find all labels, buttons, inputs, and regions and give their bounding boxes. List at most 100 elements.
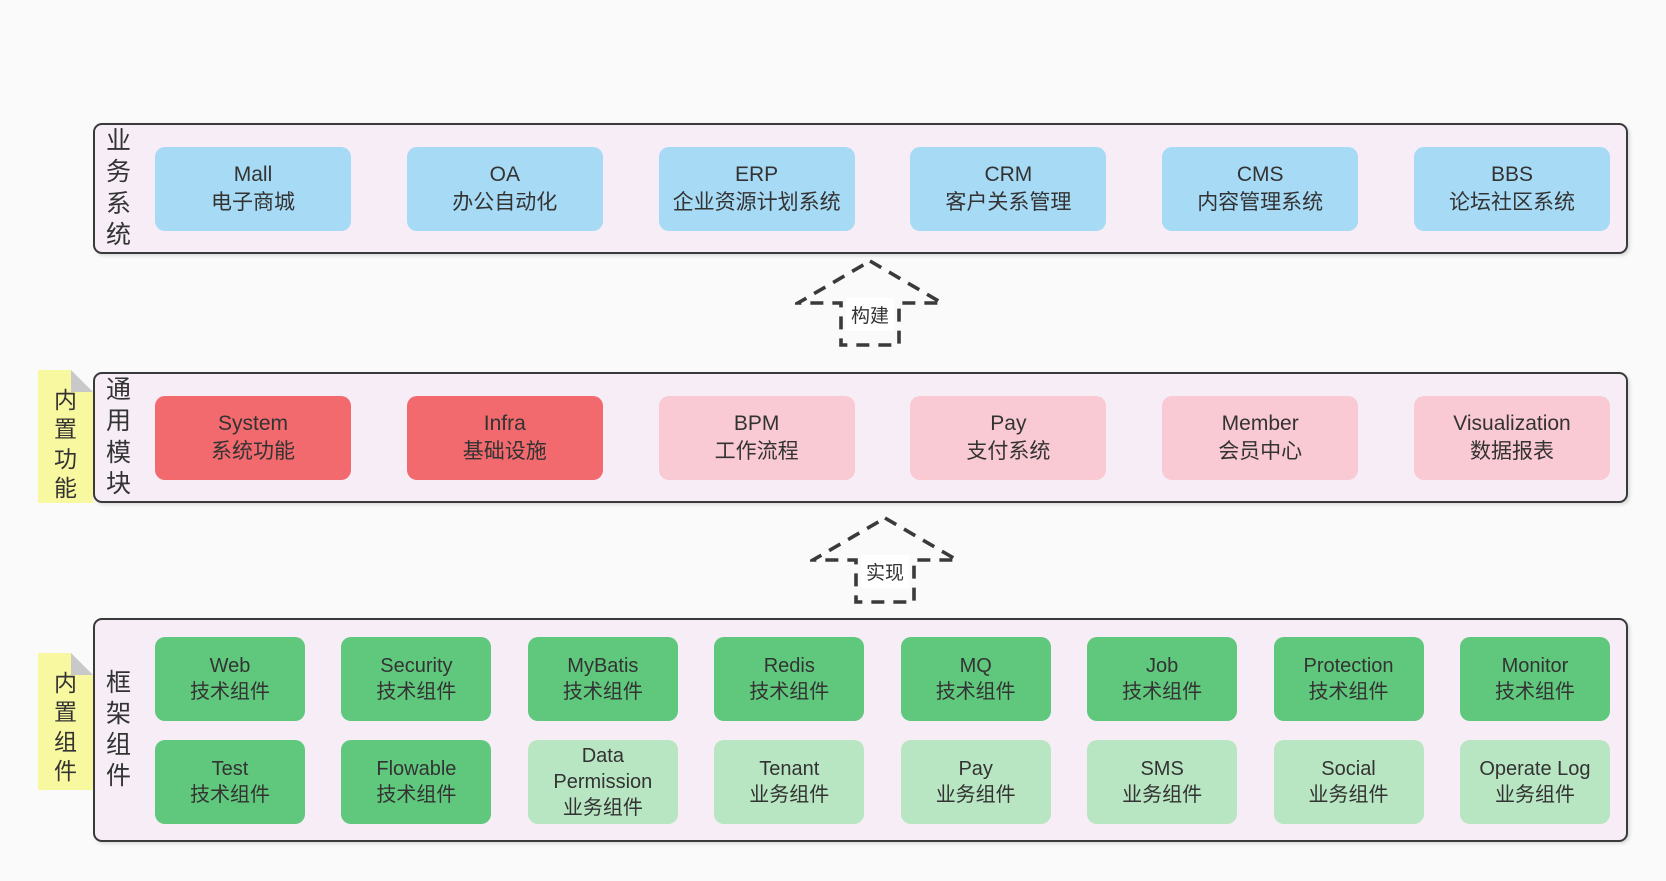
box-data-permission-en: Data Permission bbox=[553, 744, 653, 793]
box-bpm-zh: 工作流程 bbox=[714, 439, 799, 463]
box-mybatis: MyBatis 技术组件 bbox=[527, 636, 678, 721]
box-monitor: Monitor 技术组件 bbox=[1459, 636, 1610, 721]
box-bbs: BBS 论坛社区系统 bbox=[1413, 146, 1610, 231]
box-pay: Pay 支付系统 bbox=[910, 395, 1107, 480]
box-web-en: Web bbox=[209, 654, 251, 677]
band-framework-components: 框架组件 Web 技术组件 Security 技术组件 MyBatis 技术组件… bbox=[93, 618, 1628, 842]
box-security-en: Security bbox=[380, 654, 453, 677]
sticky-note-builtin-features-label: 内置功能 bbox=[54, 387, 77, 502]
box-crm-en: CRM bbox=[984, 163, 1033, 187]
implement-arrow-label: 实现 bbox=[860, 555, 910, 588]
box-job: Job 技术组件 bbox=[1087, 636, 1238, 721]
box-mall: Mall 电子商城 bbox=[155, 146, 351, 231]
up-arrow-shape bbox=[795, 258, 945, 347]
box-oa-zh: 办公自动化 bbox=[452, 190, 558, 214]
box-bpm-en: BPM bbox=[733, 412, 780, 436]
build-arrow-icon: 构建 bbox=[795, 258, 945, 348]
box-bpm: BPM 工作流程 bbox=[658, 395, 855, 480]
box-bbs-zh: 论坛社区系统 bbox=[1448, 190, 1575, 214]
box-member: Member 会员中心 bbox=[1162, 395, 1359, 480]
build-arrow-label: 构建 bbox=[845, 298, 895, 331]
box-infra-en: Infra bbox=[483, 412, 526, 436]
box-visualization-zh: 数据报表 bbox=[1469, 439, 1554, 463]
box-sms: SMS 业务组件 bbox=[1087, 739, 1238, 824]
band-framework-label: 框架组件 bbox=[105, 668, 131, 791]
box-oa: OA 办公自动化 bbox=[406, 146, 603, 231]
box-social-zh: 业务组件 bbox=[1308, 783, 1389, 806]
box-mall-zh: 电子商城 bbox=[211, 190, 295, 214]
box-member-en: Member bbox=[1221, 412, 1299, 436]
implement-arrow-icon: 实现 bbox=[810, 515, 960, 605]
box-social: Social 业务组件 bbox=[1273, 739, 1424, 824]
box-pay-biz: Pay 业务组件 bbox=[900, 739, 1051, 824]
box-tenant-en: Tenant bbox=[759, 757, 820, 780]
box-data-permission: Data Permission 业务组件 bbox=[527, 739, 678, 824]
box-test-en: Test bbox=[211, 757, 249, 780]
box-system-en: System bbox=[217, 412, 288, 436]
box-mybatis-en: MyBatis bbox=[567, 654, 639, 677]
box-member-zh: 会员中心 bbox=[1218, 439, 1303, 463]
box-monitor-en: Monitor bbox=[1501, 654, 1569, 677]
band-business-systems: 业务系统 Mall 电子商城 OA 办公自动化 ERP 企业资源计划系统 CRM… bbox=[93, 123, 1628, 254]
box-mq-zh: 技术组件 bbox=[935, 680, 1016, 703]
box-protection-zh: 技术组件 bbox=[1308, 680, 1389, 703]
band-framework-boxes: Web 技术组件 Security 技术组件 MyBatis 技术组件 Redi… bbox=[155, 636, 1610, 824]
band-common-modules: 通用模块 System 系统功能 Infra 基础设施 BPM 工作流程 Pay… bbox=[93, 372, 1628, 503]
band-common-label: 通用模块 bbox=[105, 376, 131, 498]
box-erp: ERP 企业资源计划系统 bbox=[658, 146, 855, 231]
box-test-zh: 技术组件 bbox=[190, 783, 270, 806]
box-operate-log-zh: 业务组件 bbox=[1494, 783, 1575, 806]
box-sms-zh: 业务组件 bbox=[1122, 783, 1203, 806]
box-data-permission-zh: 业务组件 bbox=[562, 796, 643, 819]
box-infra: Infra 基础设施 bbox=[406, 395, 603, 480]
box-security: Security 技术组件 bbox=[341, 636, 492, 721]
box-erp-zh: 企业资源计划系统 bbox=[672, 190, 841, 214]
box-monitor-zh: 技术组件 bbox=[1494, 680, 1575, 703]
box-tenant: Tenant 业务组件 bbox=[714, 739, 865, 824]
box-oa-en: OA bbox=[489, 163, 520, 187]
box-security-zh: 技术组件 bbox=[376, 680, 457, 703]
box-flowable-zh: 技术组件 bbox=[376, 783, 457, 806]
box-redis-zh: 技术组件 bbox=[749, 680, 830, 703]
box-infra-zh: 基础设施 bbox=[462, 439, 547, 463]
up-arrow-shape bbox=[810, 515, 960, 604]
box-mall-en: Mall bbox=[233, 163, 273, 187]
box-crm-zh: 客户关系管理 bbox=[945, 190, 1072, 214]
sticky-note-builtin-components-label: 内置组件 bbox=[54, 670, 77, 785]
sticky-note-builtin-components: 内置组件 bbox=[38, 653, 93, 790]
box-flowable-en: Flowable bbox=[376, 757, 457, 780]
band-common-boxes: System 系统功能 Infra 基础设施 BPM 工作流程 Pay 支付系统… bbox=[155, 395, 1610, 480]
box-flowable: Flowable 技术组件 bbox=[341, 739, 492, 824]
box-visualization-en: Visualization bbox=[1453, 412, 1571, 436]
box-mq: MQ 技术组件 bbox=[900, 636, 1051, 721]
box-system: System 系统功能 bbox=[155, 395, 351, 480]
box-cms-en: CMS bbox=[1236, 163, 1284, 187]
box-protection: Protection 技术组件 bbox=[1273, 636, 1424, 721]
box-social-en: Social bbox=[1321, 757, 1376, 780]
box-redis: Redis 技术组件 bbox=[714, 636, 865, 721]
box-mybatis-zh: 技术组件 bbox=[562, 680, 643, 703]
box-erp-en: ERP bbox=[735, 163, 779, 187]
box-web: Web 技术组件 bbox=[155, 636, 305, 721]
band-business-label: 业务系统 bbox=[105, 127, 131, 249]
box-protection-en: Protection bbox=[1303, 654, 1394, 677]
box-tenant-zh: 业务组件 bbox=[749, 783, 830, 806]
box-job-en: Job bbox=[1145, 654, 1179, 677]
band-business-boxes: Mall 电子商城 OA 办公自动化 ERP 企业资源计划系统 CRM 客户关系… bbox=[155, 146, 1610, 231]
sticky-note-builtin-features: 内置功能 bbox=[38, 370, 93, 503]
box-pay-en: Pay bbox=[990, 412, 1027, 436]
box-redis-en: Redis bbox=[763, 654, 815, 677]
box-cms-zh: 内容管理系统 bbox=[1197, 190, 1324, 214]
box-mq-en: MQ bbox=[959, 654, 992, 677]
box-sms-en: SMS bbox=[1140, 757, 1184, 780]
box-system-zh: 系统功能 bbox=[211, 439, 295, 463]
box-pay-biz-zh: 业务组件 bbox=[935, 783, 1016, 806]
box-operate-log: Operate Log 业务组件 bbox=[1459, 739, 1610, 824]
box-cms: CMS 内容管理系统 bbox=[1162, 146, 1359, 231]
box-crm: CRM 客户关系管理 bbox=[910, 146, 1107, 231]
box-pay-biz-en: Pay bbox=[958, 757, 993, 780]
box-test: Test 技术组件 bbox=[155, 739, 305, 824]
box-visualization: Visualization 数据报表 bbox=[1413, 395, 1610, 480]
box-bbs-en: BBS bbox=[1490, 163, 1533, 187]
